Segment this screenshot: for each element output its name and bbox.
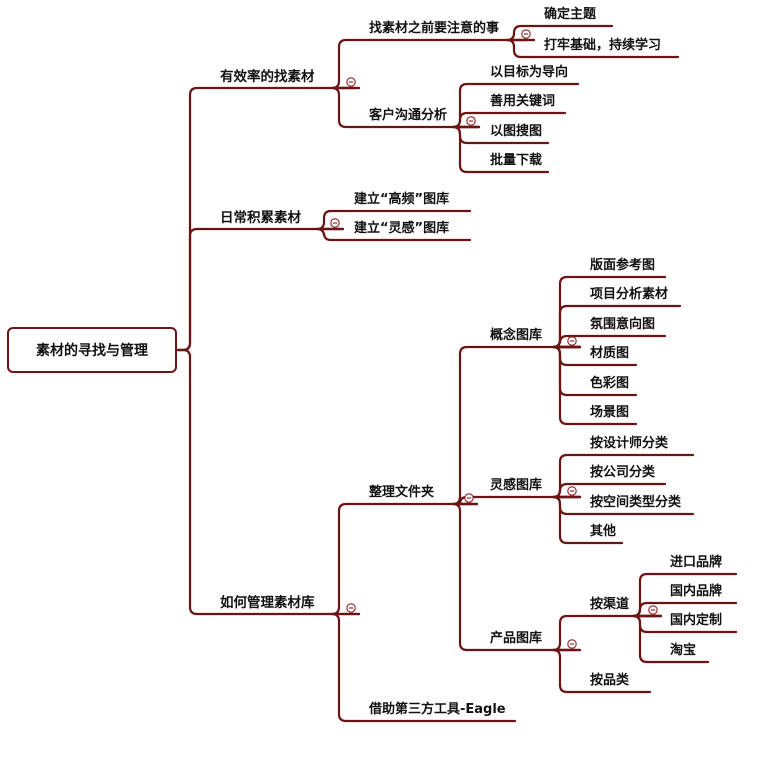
- node-label-n3a1b[interactable]: 项目分析素材: [590, 287, 669, 302]
- connector-n1b-n1b3: [452, 125, 481, 145]
- collapse-button-n3a3[interactable]: [567, 639, 577, 649]
- collapse-button-n3a3a[interactable]: [648, 605, 658, 615]
- node-label-n1a[interactable]: 找素材之前要注意的事: [369, 21, 500, 36]
- connector-n1b-n1b4: [452, 125, 481, 174]
- node-label-n1b2[interactable]: 善用关键词: [490, 94, 556, 109]
- connector-n3a2-n3a2d: [552, 495, 582, 545]
- node-label-n3a3a1[interactable]: 进口品牌: [670, 555, 723, 570]
- connector-n3a3-n3a3b: [552, 648, 582, 694]
- node-label-n1b1[interactable]: 以目标为导向: [490, 65, 569, 80]
- node-label-n3a2c[interactable]: 按空间类型分类: [590, 495, 682, 510]
- collapse-button-n3[interactable]: [346, 603, 356, 613]
- node-label-n3a2[interactable]: 灵感图库: [490, 478, 543, 493]
- node-label-n1b[interactable]: 客户沟通分析: [369, 108, 448, 123]
- node-label-n3a3a4[interactable]: 淘宝: [670, 643, 697, 658]
- node-label-n3a2a[interactable]: 按设计师分类: [590, 436, 669, 451]
- collapse-button-n1[interactable]: [346, 77, 356, 87]
- node-label-n2[interactable]: 日常积累素材: [220, 210, 301, 226]
- node-label-n3a2b[interactable]: 按公司分类: [590, 465, 656, 480]
- connector-n3-n3b: [331, 612, 361, 723]
- connector-n2-n2a: [316, 209, 345, 231]
- connector-n3-n3a: [331, 502, 361, 616]
- connector-n3a1-n3a1d: [552, 345, 582, 367]
- node-label-n3b[interactable]: 借助第三方工具-Eagle: [369, 702, 506, 717]
- node-label-n2a[interactable]: 建立“高频”图库: [354, 192, 450, 207]
- node-label-n3a3[interactable]: 产品图库: [490, 631, 543, 646]
- connector-n3a1-n3a1f: [552, 345, 582, 426]
- connector-n3a1-n3a1e: [552, 345, 582, 397]
- node-label-n1b4[interactable]: 批量下载: [490, 153, 543, 168]
- collapse-button-n3a[interactable]: [464, 493, 474, 503]
- node-label-n3a3a2[interactable]: 国内品牌: [670, 584, 723, 599]
- node-label-n3a1d[interactable]: 材质图: [590, 346, 630, 361]
- collapse-button-n1b[interactable]: [466, 116, 476, 126]
- node-label-n2b[interactable]: 建立“灵感”图库: [354, 221, 450, 236]
- connector-n3a3a-n3a3a4: [632, 614, 663, 664]
- node-label-n1[interactable]: 有效率的找素材: [220, 69, 315, 85]
- node-label-n3a2d[interactable]: 其他: [590, 524, 617, 539]
- connector-n3a-n3a1: [452, 345, 479, 506]
- collapse-button-n1a[interactable]: [521, 29, 531, 39]
- connector-root-n3: [176, 348, 208, 616]
- root-node-label: 素材的寻找与管理: [36, 343, 148, 359]
- collapse-button-n3a1[interactable]: [567, 336, 577, 346]
- node-label-n3a1f[interactable]: 场景图: [590, 405, 630, 420]
- node-label-n3a1e[interactable]: 色彩图: [590, 376, 630, 391]
- connector-root-n2: [176, 227, 208, 352]
- node-label-n3a1[interactable]: 概念图库: [490, 328, 543, 343]
- node-label-n3a3b[interactable]: 按品类: [590, 673, 630, 688]
- node-label-n3a1a[interactable]: 版面参考图: [590, 258, 656, 273]
- node-label-n3a3a3[interactable]: 国内定制: [670, 613, 723, 628]
- connector-n1-n1b: [331, 86, 361, 129]
- connector-root-n1: [176, 86, 208, 352]
- node-label-n1b3[interactable]: 以图搜图: [490, 124, 543, 139]
- collapse-button-n3a2[interactable]: [567, 486, 577, 496]
- root-node[interactable]: 素材的寻找与管理: [7, 327, 177, 373]
- connector-n2-n2b: [316, 227, 345, 242]
- connector-n1a-n1a2: [506, 38, 536, 59]
- connector-n3a3a-n3a3a3: [632, 614, 663, 634]
- node-label-n3[interactable]: 如何管理素材库: [220, 595, 315, 611]
- node-label-n3a1c[interactable]: 氛围意向图: [590, 317, 656, 332]
- connector-n3a2-n3a2c: [552, 495, 582, 516]
- node-label-n1a1[interactable]: 确定主题: [544, 7, 597, 22]
- connector-n3a-n3a3: [452, 502, 479, 652]
- collapse-button-n2[interactable]: [330, 218, 340, 228]
- node-label-n1a2[interactable]: 打牢基础，持续学习: [544, 38, 662, 53]
- node-label-n3a[interactable]: 整理文件夹: [369, 485, 435, 500]
- node-label-n3a3a[interactable]: 按渠道: [590, 597, 630, 612]
